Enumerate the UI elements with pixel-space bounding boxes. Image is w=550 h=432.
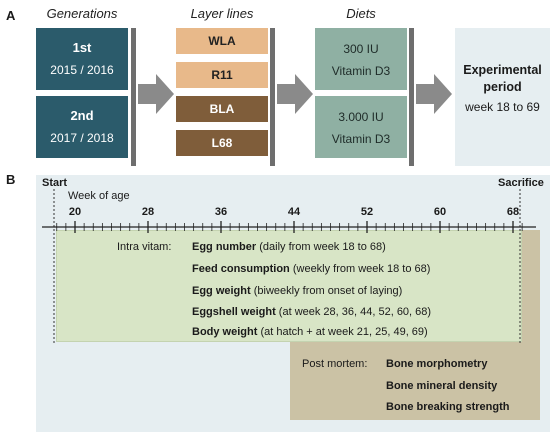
post-mortem-item: Bone mineral density — [386, 380, 497, 392]
measurement-detail: (daily from week 18 to 68) — [259, 241, 386, 253]
tick-label-52: 52 — [360, 206, 374, 218]
post-mortem-item-name: Bone mineral density — [386, 380, 498, 392]
measurement-egg-weight: Egg weight (biweekly from onset of layin… — [192, 285, 402, 297]
diet-dose: 3.000 IU — [338, 110, 384, 124]
separator-bar — [409, 28, 414, 166]
tick-label-44: 44 — [287, 206, 301, 218]
diet-dose: 300 IU — [343, 42, 379, 56]
measurement-name: Egg weight — [192, 285, 251, 297]
diet-vitamin: Vitamin D3 — [331, 64, 391, 78]
arrow-right-icon — [416, 74, 452, 114]
tick-label-36: 36 — [214, 206, 228, 218]
separator-bar — [131, 28, 136, 166]
diet-box-300iu: 300 IU Vitamin D3 — [315, 28, 407, 90]
intra-vitam-box — [56, 230, 522, 342]
generation-title: 1st — [72, 40, 92, 55]
measurement-egg-number: Egg number (daily from week 18 to 68) — [192, 241, 386, 253]
measurement-eggshell-weight: Eggshell weight (at week 28, 36, 44, 52,… — [192, 306, 431, 318]
experimental-period-label: Experimental period week 18 to 69 — [455, 62, 550, 114]
measurement-detail: (biweekly from onset of laying) — [253, 285, 403, 297]
measurement-detail: (weekly from week 18 to 68) — [292, 263, 431, 275]
post-mortem-item: Bone morphometry — [386, 358, 487, 370]
tick-label-60: 60 — [433, 206, 447, 218]
measurement-name: Feed consumption — [192, 263, 290, 275]
tick-label-20: 20 — [68, 206, 82, 218]
arrow-right-icon — [277, 74, 313, 114]
diet-box-3000iu: 3.000 IU Vitamin D3 — [315, 96, 407, 158]
axis-ticks — [56, 221, 523, 233]
measurement-feed-consumption: Feed consumption (weekly from week 18 to… — [192, 263, 430, 275]
diets-header: Diets — [346, 6, 376, 21]
post-mortem-item-name: Bone morphometry — [386, 358, 488, 370]
layer-line-wla: WLA — [176, 28, 268, 54]
generation-box-1st: 1st 2015 / 2016 — [36, 28, 128, 90]
tick-label-68: 68 — [506, 206, 520, 218]
generation-years: 2017 / 2018 — [50, 131, 114, 145]
measurement-name: Egg number — [192, 241, 257, 253]
diet-vitamin: Vitamin D3 — [331, 132, 391, 146]
post-mortem-item: Bone breaking strength — [386, 401, 509, 413]
measurement-detail: (at week 28, 36, 44, 52, 60, 68) — [278, 306, 432, 318]
arrow-right-icon — [138, 74, 174, 114]
generation-title: 2nd — [70, 108, 94, 123]
start-label: Start — [42, 177, 68, 189]
post-mortem-item-name: Bone breaking strength — [386, 401, 510, 413]
layer-lines-header: Layer lines — [190, 6, 254, 21]
experimental-period-area — [455, 28, 550, 166]
panel-a-letter: A — [6, 8, 16, 23]
panel-b-letter: B — [6, 172, 16, 187]
layer-line-bla: BLA — [176, 96, 268, 122]
experimental-title-line2: period — [483, 80, 522, 94]
generation-years: 2015 / 2016 — [50, 63, 114, 77]
generations-header: Generations — [46, 6, 118, 21]
measurement-detail: (at hatch + at week 21, 25, 49, 69) — [260, 326, 428, 338]
measurement-body-weight: Body weight (at hatch + at week 21, 25, … — [192, 326, 428, 338]
measurement-name: Eggshell weight — [192, 306, 276, 318]
generation-box-2nd: 2nd 2017 / 2018 — [36, 96, 128, 158]
experimental-subtitle: week 18 to 69 — [465, 100, 540, 114]
intra-vitam-label: Intra vitam: — [117, 241, 172, 253]
separator-bar — [270, 28, 275, 166]
layer-line-r11: R11 — [176, 62, 268, 88]
tick-label-28: 28 — [141, 206, 155, 218]
measurement-name: Body weight — [192, 326, 258, 338]
layer-line-l68: L68 — [176, 130, 268, 156]
timeline-axis — [42, 189, 536, 345]
post-mortem-label: Post mortem: — [302, 358, 368, 370]
experimental-title-line1: Experimental — [463, 63, 542, 77]
axis-title: Week of age — [68, 190, 130, 202]
sacrifice-label: Sacrifice — [498, 177, 544, 189]
